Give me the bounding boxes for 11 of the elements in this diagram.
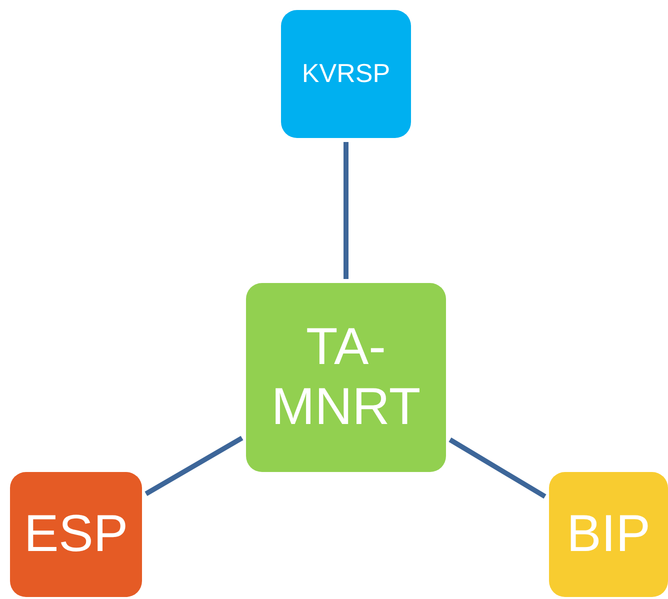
connector-line <box>144 436 244 496</box>
central-box <box>246 283 446 472</box>
box-label: TA-MNRT <box>270 318 422 438</box>
partner-box <box>281 10 411 138</box>
connector-line <box>448 438 546 499</box>
box-label: KVRSP <box>302 59 390 89</box>
partner-box <box>549 472 668 597</box>
box-label: BIP <box>566 504 650 564</box>
box-label: ESP <box>24 504 128 564</box>
connector-line <box>344 142 348 279</box>
partner-box <box>10 472 142 597</box>
